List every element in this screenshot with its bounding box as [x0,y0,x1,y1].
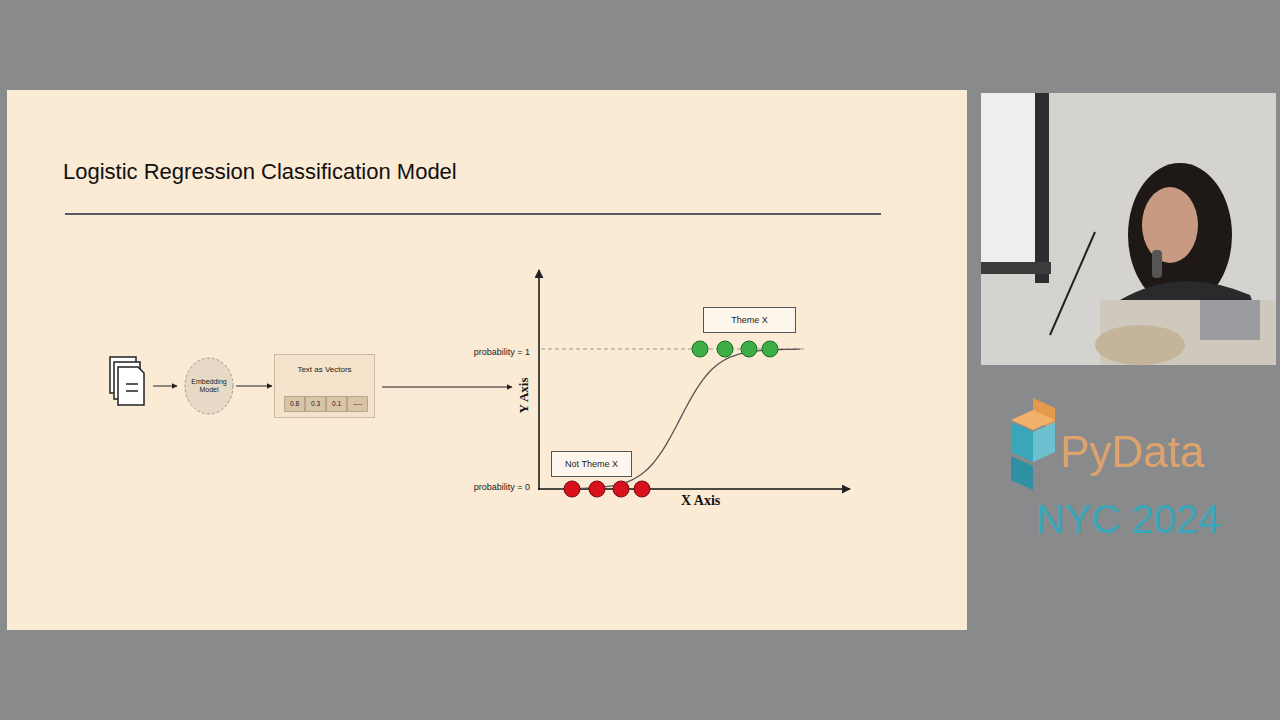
title-rule [65,213,881,215]
red-point [634,481,650,497]
mic-stand [1050,232,1095,335]
speaker-video [981,93,1276,365]
slide [7,90,967,630]
green-point [762,341,778,357]
axis-tick-label: probability = 1 [474,348,530,357]
board-frame [1035,93,1049,283]
node-label: ---- [353,400,362,407]
video-background [981,93,1276,365]
box-heading: Text as Vectors [275,365,374,374]
face [1142,187,1198,263]
node-label: 0.3 [311,400,320,407]
green-point [717,341,733,357]
pydata-logo-cube [1011,398,1055,490]
positive-points [692,341,778,357]
node-label: Not Theme X [565,459,618,469]
flow-arrow [236,386,272,387]
red-point [564,481,580,497]
slide-title: Logistic Regression Classification Model [63,159,457,185]
node-label: 0.8 [290,400,299,407]
logo-event: NYC 2024 [1036,499,1221,539]
y-axis [538,270,540,490]
ellipse-shape [185,358,233,414]
flow-arrow [382,387,512,388]
vector-cell: 0.8 [284,396,305,412]
class-box: Not Theme X [551,451,632,477]
sigmoid-curve [560,349,800,489]
class-box: Theme X [703,307,796,333]
node-label: Theme X [731,315,768,325]
red-point [613,481,629,497]
axis-title: Y Axis [517,377,530,413]
embedding-model-ellipse: Embedding Model [184,357,234,415]
page-line [126,390,138,392]
document-icon [110,357,144,405]
negative-points [564,481,650,497]
vector-cell: 0.3 [305,396,326,412]
handheld-mic [1152,250,1162,278]
vector-cell: ---- [347,396,368,412]
green-point [692,341,708,357]
vector-cell: 0.1 [326,396,347,412]
page-front [118,367,144,405]
screen [981,93,1036,273]
audience-cap [1095,325,1185,365]
cube-face [1011,422,1033,462]
flow-arrow [153,386,177,387]
cube-face [1011,456,1033,490]
logo-wordmark: PyData [1060,430,1204,474]
green-point [741,341,757,357]
axis-title: X Axis [681,494,720,508]
vector-box: Text as Vectors 0.8 0.3 0.1 ---- [274,354,375,418]
laptop [1200,300,1260,340]
cube-face [1033,422,1055,462]
page-line [126,383,138,385]
board-ledge [981,262,1051,274]
red-point [589,481,605,497]
node-label: Embedding Model [187,378,231,394]
node-label: 0.1 [332,400,341,407]
axis-tick-label: probability = 0 [474,483,530,492]
